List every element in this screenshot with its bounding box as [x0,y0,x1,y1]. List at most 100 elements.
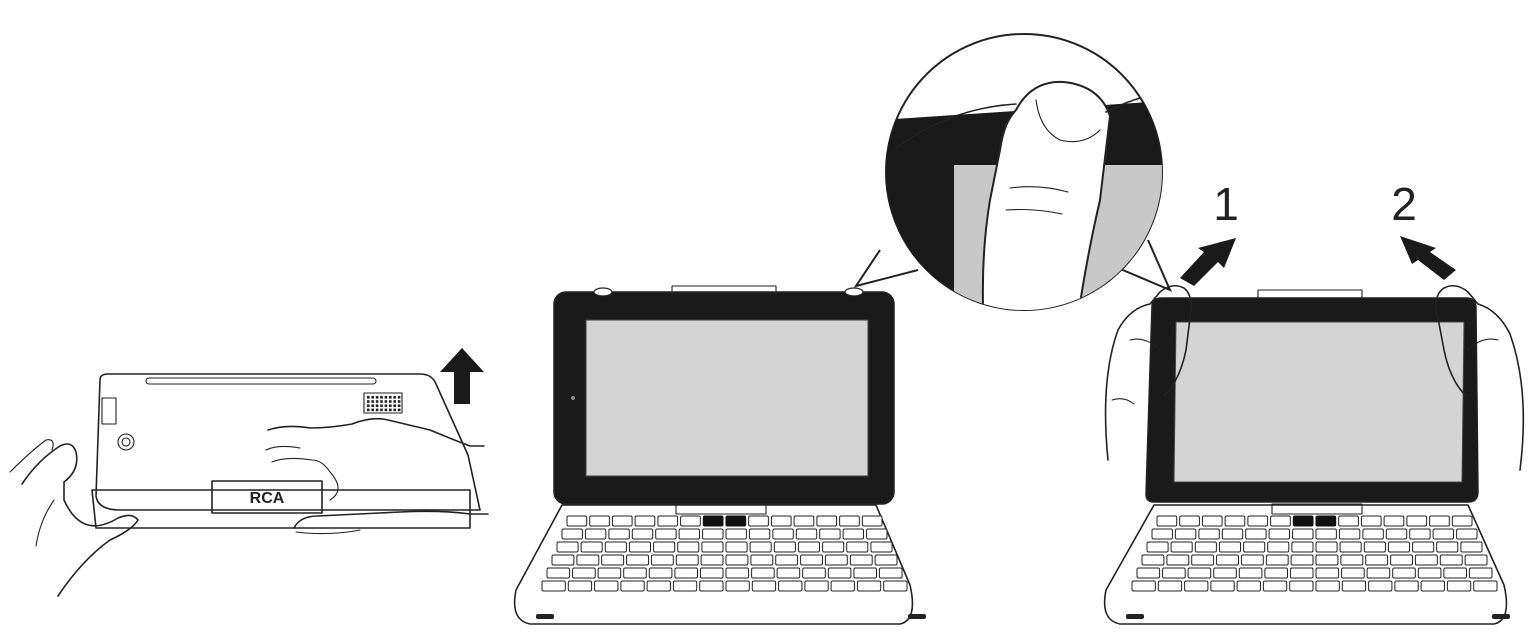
keyboard-key [656,529,676,539]
keyboard-key [658,516,678,526]
grille-hole [389,396,392,399]
keyboard-key [776,555,798,565]
keyboard-key [1192,555,1214,565]
keyboard-key [752,568,775,578]
keyboard-key [1410,529,1430,539]
keyboard-key [1292,542,1313,552]
grille-hole [398,409,401,412]
keyboard-key [1363,529,1383,539]
keyboard-key [703,516,723,526]
keyboard-key [1268,542,1289,552]
keyboard-key [1395,581,1418,591]
keyboard-key [798,542,819,552]
keyboard-key [1219,542,1240,552]
grille-hole [367,409,370,412]
keyboard-key [1469,568,1492,578]
keyboard-key [598,568,621,578]
keyboard-key [1175,529,1195,539]
latch-left [594,288,612,296]
grille-hole [380,400,383,403]
arrow-step-2-icon [1400,236,1456,280]
left-hand [22,444,138,596]
keyboard-key [703,529,723,539]
keyboard-key [605,542,626,552]
keyboard-keys-2 [1132,516,1497,591]
grille-hole [371,404,374,407]
keyboard-key [700,581,723,591]
keyboard-key [1369,581,1392,591]
grille-hole [380,404,383,407]
keyboard-key [1407,516,1427,526]
keyboard-key [1157,516,1177,526]
grille-hole [376,400,379,403]
keyboard-key [1147,542,1168,552]
keyboard-key [1222,529,1242,539]
keyboard-key [1437,542,1458,552]
front-camera [571,396,575,400]
grille-hole [380,396,383,399]
keyboard-key [1386,529,1406,539]
grille-hole [398,400,401,403]
keyboard-key [1265,568,1288,578]
keyboard-key [1316,529,1336,539]
keyboard-key [1361,516,1381,526]
keyboard-key [879,568,902,578]
keyboard-key [1137,568,1160,578]
grille-hole [389,400,392,403]
keyboard-key [557,542,578,552]
grille-hole [367,400,370,403]
foot-left [536,614,554,619]
grille-hole [376,404,379,407]
camera-icon [118,434,134,450]
keyboard-key [1239,568,1262,578]
keyboard-key [1263,581,1286,591]
keyboard-key [817,516,837,526]
keyboard-key [612,516,632,526]
keyboard-key [843,529,863,539]
keyboard-key [777,568,800,578]
keyboard-key [726,516,746,526]
keyboard-key [1339,529,1359,539]
keyboard-key [1237,581,1260,591]
speaker-grille [364,393,402,413]
keyboard-key [629,542,650,552]
keyboard-key [1364,542,1385,552]
keyboard-key [774,542,795,552]
keyboard-key [726,529,746,539]
keyboard-key [1340,542,1361,552]
side-port [102,398,116,424]
keyboard-key [1266,555,1288,565]
grille-hole [389,404,392,407]
keyboard-key [1418,568,1441,578]
keyboard-key [847,542,868,552]
keyboard-key [1316,516,1336,526]
keyboard-key [651,555,673,565]
keyboard-key [854,568,877,578]
latch-right [845,288,863,296]
keyboard-key [726,568,749,578]
lower-hand [294,511,488,528]
keyboard-key [1195,542,1216,552]
keyboard-key [676,555,698,565]
grille-hole [380,409,383,412]
tablet-screen [586,320,868,476]
keyboard-key [1211,581,1234,591]
grille-hole [398,404,401,407]
keyboard-key [1452,516,1472,526]
keyboard-key [779,581,802,591]
keyboard-key [726,542,747,552]
keyboard-key [595,581,618,591]
keyboard-key [1241,555,1263,565]
keyboard-key [1474,581,1497,591]
grille-hole [367,404,370,407]
tablet-hinge-ridge [146,378,376,384]
keyboard-key [562,529,582,539]
keyboard-key [1248,516,1268,526]
keyboard-key [1244,542,1265,552]
keyboard-key [678,542,699,552]
right-hand [268,419,484,446]
keyboard-key [602,555,624,565]
keyboard-key [794,516,814,526]
grille-hole [393,400,396,403]
